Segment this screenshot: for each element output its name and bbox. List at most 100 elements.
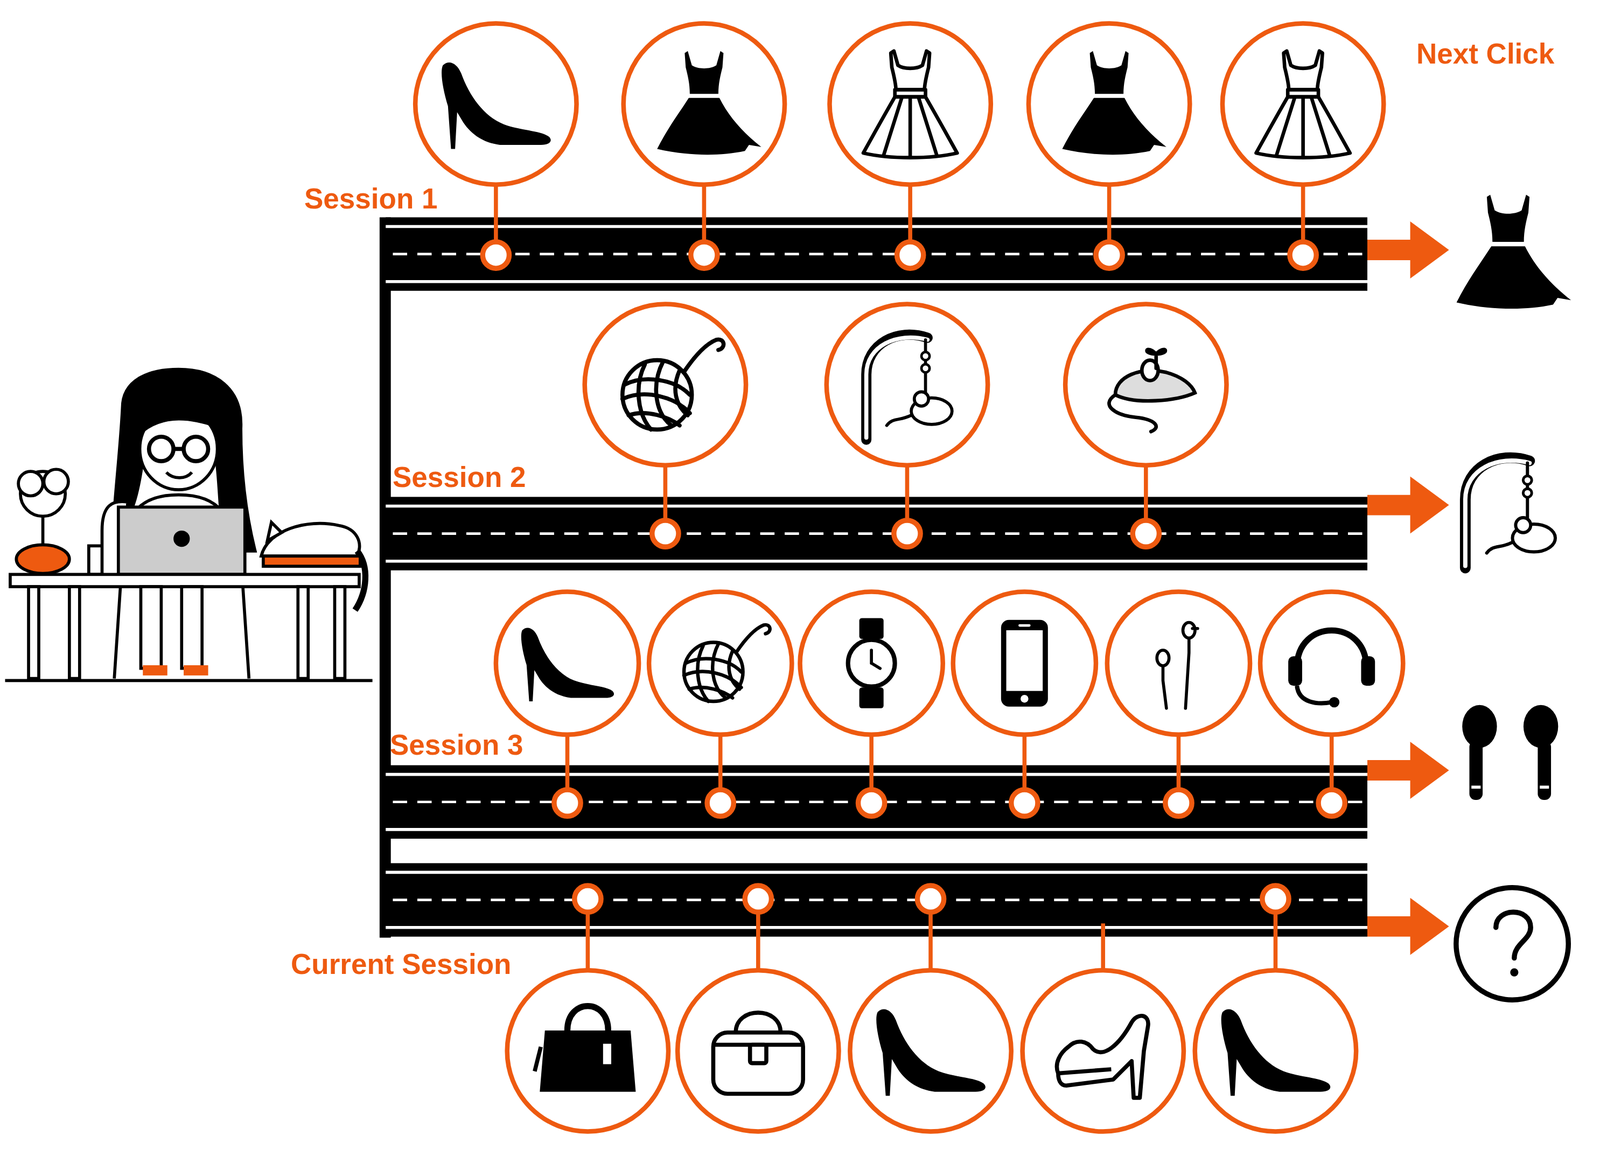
leader-line: [907, 185, 913, 241]
leader-line: [493, 185, 499, 241]
item-circle: [415, 23, 577, 185]
road: [385, 559, 1368, 563]
session-label: Session 2: [392, 460, 526, 494]
cat-toy-icon: [1465, 457, 1556, 569]
road: [392, 252, 1368, 256]
click-dot: [652, 520, 679, 547]
person-illustration: [18, 471, 43, 496]
item-circle: [1028, 23, 1190, 185]
heading-label: Next Click: [1416, 37, 1555, 71]
heel-icon: [876, 1009, 986, 1096]
person-illustration: [140, 586, 162, 669]
road: [379, 217, 1368, 938]
next-arrow: [1367, 741, 1450, 799]
road: [385, 496, 1368, 570]
dress-outline-icon: [1255, 51, 1350, 158]
item-circle: [1065, 303, 1227, 465]
leader-line: [702, 185, 707, 241]
road: [385, 862, 1368, 936]
item-circle: [829, 23, 991, 185]
road: [392, 898, 1368, 901]
road: [385, 827, 1368, 831]
person-illustration: [114, 586, 249, 679]
item-circle: [953, 591, 1096, 735]
headset-icon: [1288, 630, 1375, 708]
road: [385, 225, 1368, 229]
person-illustration: [142, 665, 167, 676]
item-circle: [1195, 969, 1357, 1131]
person-illustration: [263, 555, 361, 567]
click-dot: [917, 885, 944, 912]
person-illustration: [28, 586, 39, 679]
click-dot: [690, 241, 718, 269]
person-illustration: [10, 574, 360, 587]
session-label: Session 1: [304, 182, 438, 216]
person-illustration: [69, 586, 80, 679]
session-label: Session 3: [389, 728, 523, 762]
airpods-icon: [1462, 704, 1558, 800]
road: [385, 765, 1368, 839]
item-circle: [826, 303, 988, 465]
item-circle: [623, 23, 785, 185]
phone-icon: [1001, 619, 1048, 707]
dress-icon: [1456, 194, 1572, 309]
leader-line: [585, 912, 591, 969]
yarn-icon: [683, 624, 771, 702]
person-illustration: [183, 665, 208, 676]
platform-heel-icon: [1056, 1015, 1149, 1098]
leader-line: [928, 912, 933, 969]
click-dot: [707, 789, 734, 816]
click-dot: [1011, 789, 1038, 816]
leader-line: [1022, 734, 1027, 789]
item-circle: [495, 591, 639, 735]
session-label: Current Session: [290, 947, 512, 981]
next-arrow: [1367, 221, 1450, 279]
item-circle: [800, 591, 943, 735]
item-circle: [584, 303, 746, 465]
item-circle: [1260, 591, 1403, 735]
person-illustration: [181, 586, 202, 669]
leader-line: [1273, 912, 1278, 969]
item-circle: [677, 969, 839, 1131]
dress-icon: [1061, 51, 1166, 155]
heel-icon: [1221, 1009, 1331, 1096]
person-illustration: [140, 405, 218, 434]
leader-line: [756, 912, 761, 969]
person-illustration: [149, 436, 174, 461]
satchel-icon: [713, 1012, 803, 1094]
mouse-toy-icon: [1108, 349, 1195, 432]
leader-line: [1100, 923, 1106, 969]
person-illustration: [4, 369, 373, 681]
heel-icon: [441, 62, 551, 150]
person-illustration: [173, 530, 190, 547]
road: [392, 532, 1368, 535]
person-illustration: [183, 436, 208, 461]
leader-line: [1143, 466, 1149, 520]
road: [385, 870, 1368, 875]
leader-line: [718, 734, 723, 789]
road: [385, 772, 1368, 777]
click-dot: [554, 789, 581, 816]
leader-line: [565, 734, 570, 789]
road: [385, 504, 1368, 508]
cat-toy-icon: [866, 334, 953, 440]
road: [385, 925, 1368, 929]
leader-line: [1301, 185, 1306, 241]
click-dot: [893, 520, 921, 547]
click-dot: [1095, 241, 1123, 269]
click-dot: [1289, 241, 1317, 269]
person-illustration: [334, 586, 345, 679]
person-illustration: [118, 506, 246, 575]
person-illustration: [166, 472, 192, 478]
leader-line: [905, 466, 910, 520]
leader-line: [495, 185, 1332, 970]
yarn-icon: [622, 339, 724, 430]
handbag-icon: [534, 1005, 637, 1092]
item-circle: [1022, 969, 1184, 1131]
item-circle: [507, 969, 669, 1131]
click-dot: [482, 241, 1345, 912]
dress-icon: [657, 51, 761, 155]
leader-line: [869, 734, 874, 789]
next-arrow: [1367, 897, 1450, 955]
